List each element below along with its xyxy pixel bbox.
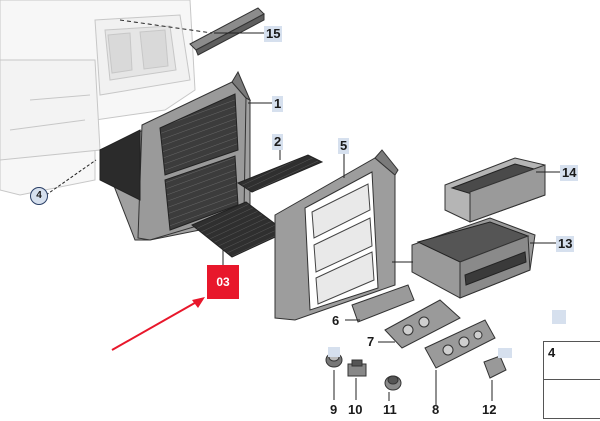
legend-box: 4 [543, 341, 600, 419]
label-box-legend [552, 310, 566, 324]
rear-console-background [0, 0, 196, 196]
part-5-frame [274, 149, 399, 321]
highlight-callout-03: 03 [207, 265, 239, 299]
label-13: 13 [556, 236, 575, 252]
label-8: 8 [432, 402, 440, 417]
label-14: 14 [560, 165, 579, 181]
label-2: 2 [272, 134, 284, 150]
part-11-socket [384, 375, 402, 391]
label-11: 11 [383, 402, 397, 417]
label-box-part-9 [328, 347, 340, 357]
label-box-part-12 [498, 348, 512, 358]
part-10-connector [347, 359, 367, 377]
label-6: 6 [332, 313, 340, 328]
label-12: 12 [482, 402, 497, 417]
label-9: 9 [330, 402, 338, 417]
part-14-box [444, 157, 546, 223]
part-1-console-housing [99, 70, 251, 241]
label-15: 15 [264, 26, 283, 42]
legend-label-4: 4 [548, 345, 556, 360]
part-8-switch-panel [424, 319, 496, 369]
label-1: 1 [272, 96, 284, 112]
part-6-panel [351, 284, 415, 323]
label-5: 5 [338, 138, 350, 154]
label-10: 10 [348, 402, 363, 417]
legend-divider [544, 379, 600, 380]
part-15-trim-strip [189, 7, 265, 56]
part-13-drawer [411, 217, 536, 299]
red-arrow [111, 297, 205, 351]
part-7-switch-panel [384, 299, 461, 349]
leader-lines [45, 19, 560, 405]
part-12-usb [483, 355, 507, 379]
label-4-left: 4 [30, 187, 48, 205]
part-2-mat [236, 154, 324, 193]
label-7: 7 [367, 334, 375, 349]
